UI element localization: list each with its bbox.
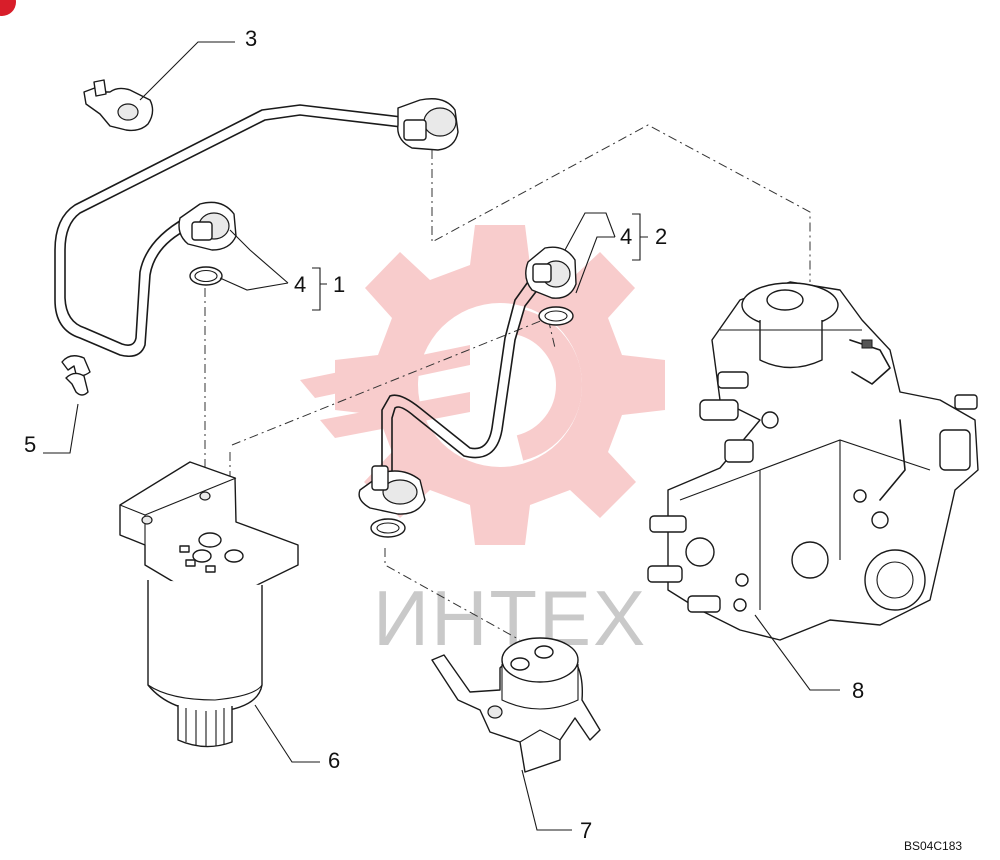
injection-pump-8 — [647, 281, 979, 641]
callout-1: 1 — [333, 272, 345, 297]
figure-code: BS04C183 — [904, 839, 962, 853]
corner-mark-icon — [0, 0, 16, 16]
washer-upper-right — [538, 306, 574, 326]
gear-logo-icon — [300, 225, 665, 545]
callout-6: 6 — [328, 748, 340, 773]
pipe-1 — [54, 98, 459, 358]
pump-7 — [431, 637, 601, 773]
pipe-2 — [358, 246, 577, 515]
clip-3 — [83, 79, 154, 132]
callout-3: 3 — [245, 26, 257, 51]
callout-8: 8 — [852, 678, 864, 703]
callout-2: 2 — [655, 224, 667, 249]
callout-5: 5 — [24, 432, 36, 457]
callout-4-right: 4 — [620, 224, 632, 249]
callout-4-left: 4 — [294, 272, 306, 297]
callout-7: 7 — [580, 818, 592, 843]
washer-left — [189, 266, 223, 286]
filter-6 — [119, 461, 299, 748]
washer-lower — [370, 518, 406, 538]
clamp-5 — [61, 355, 91, 396]
